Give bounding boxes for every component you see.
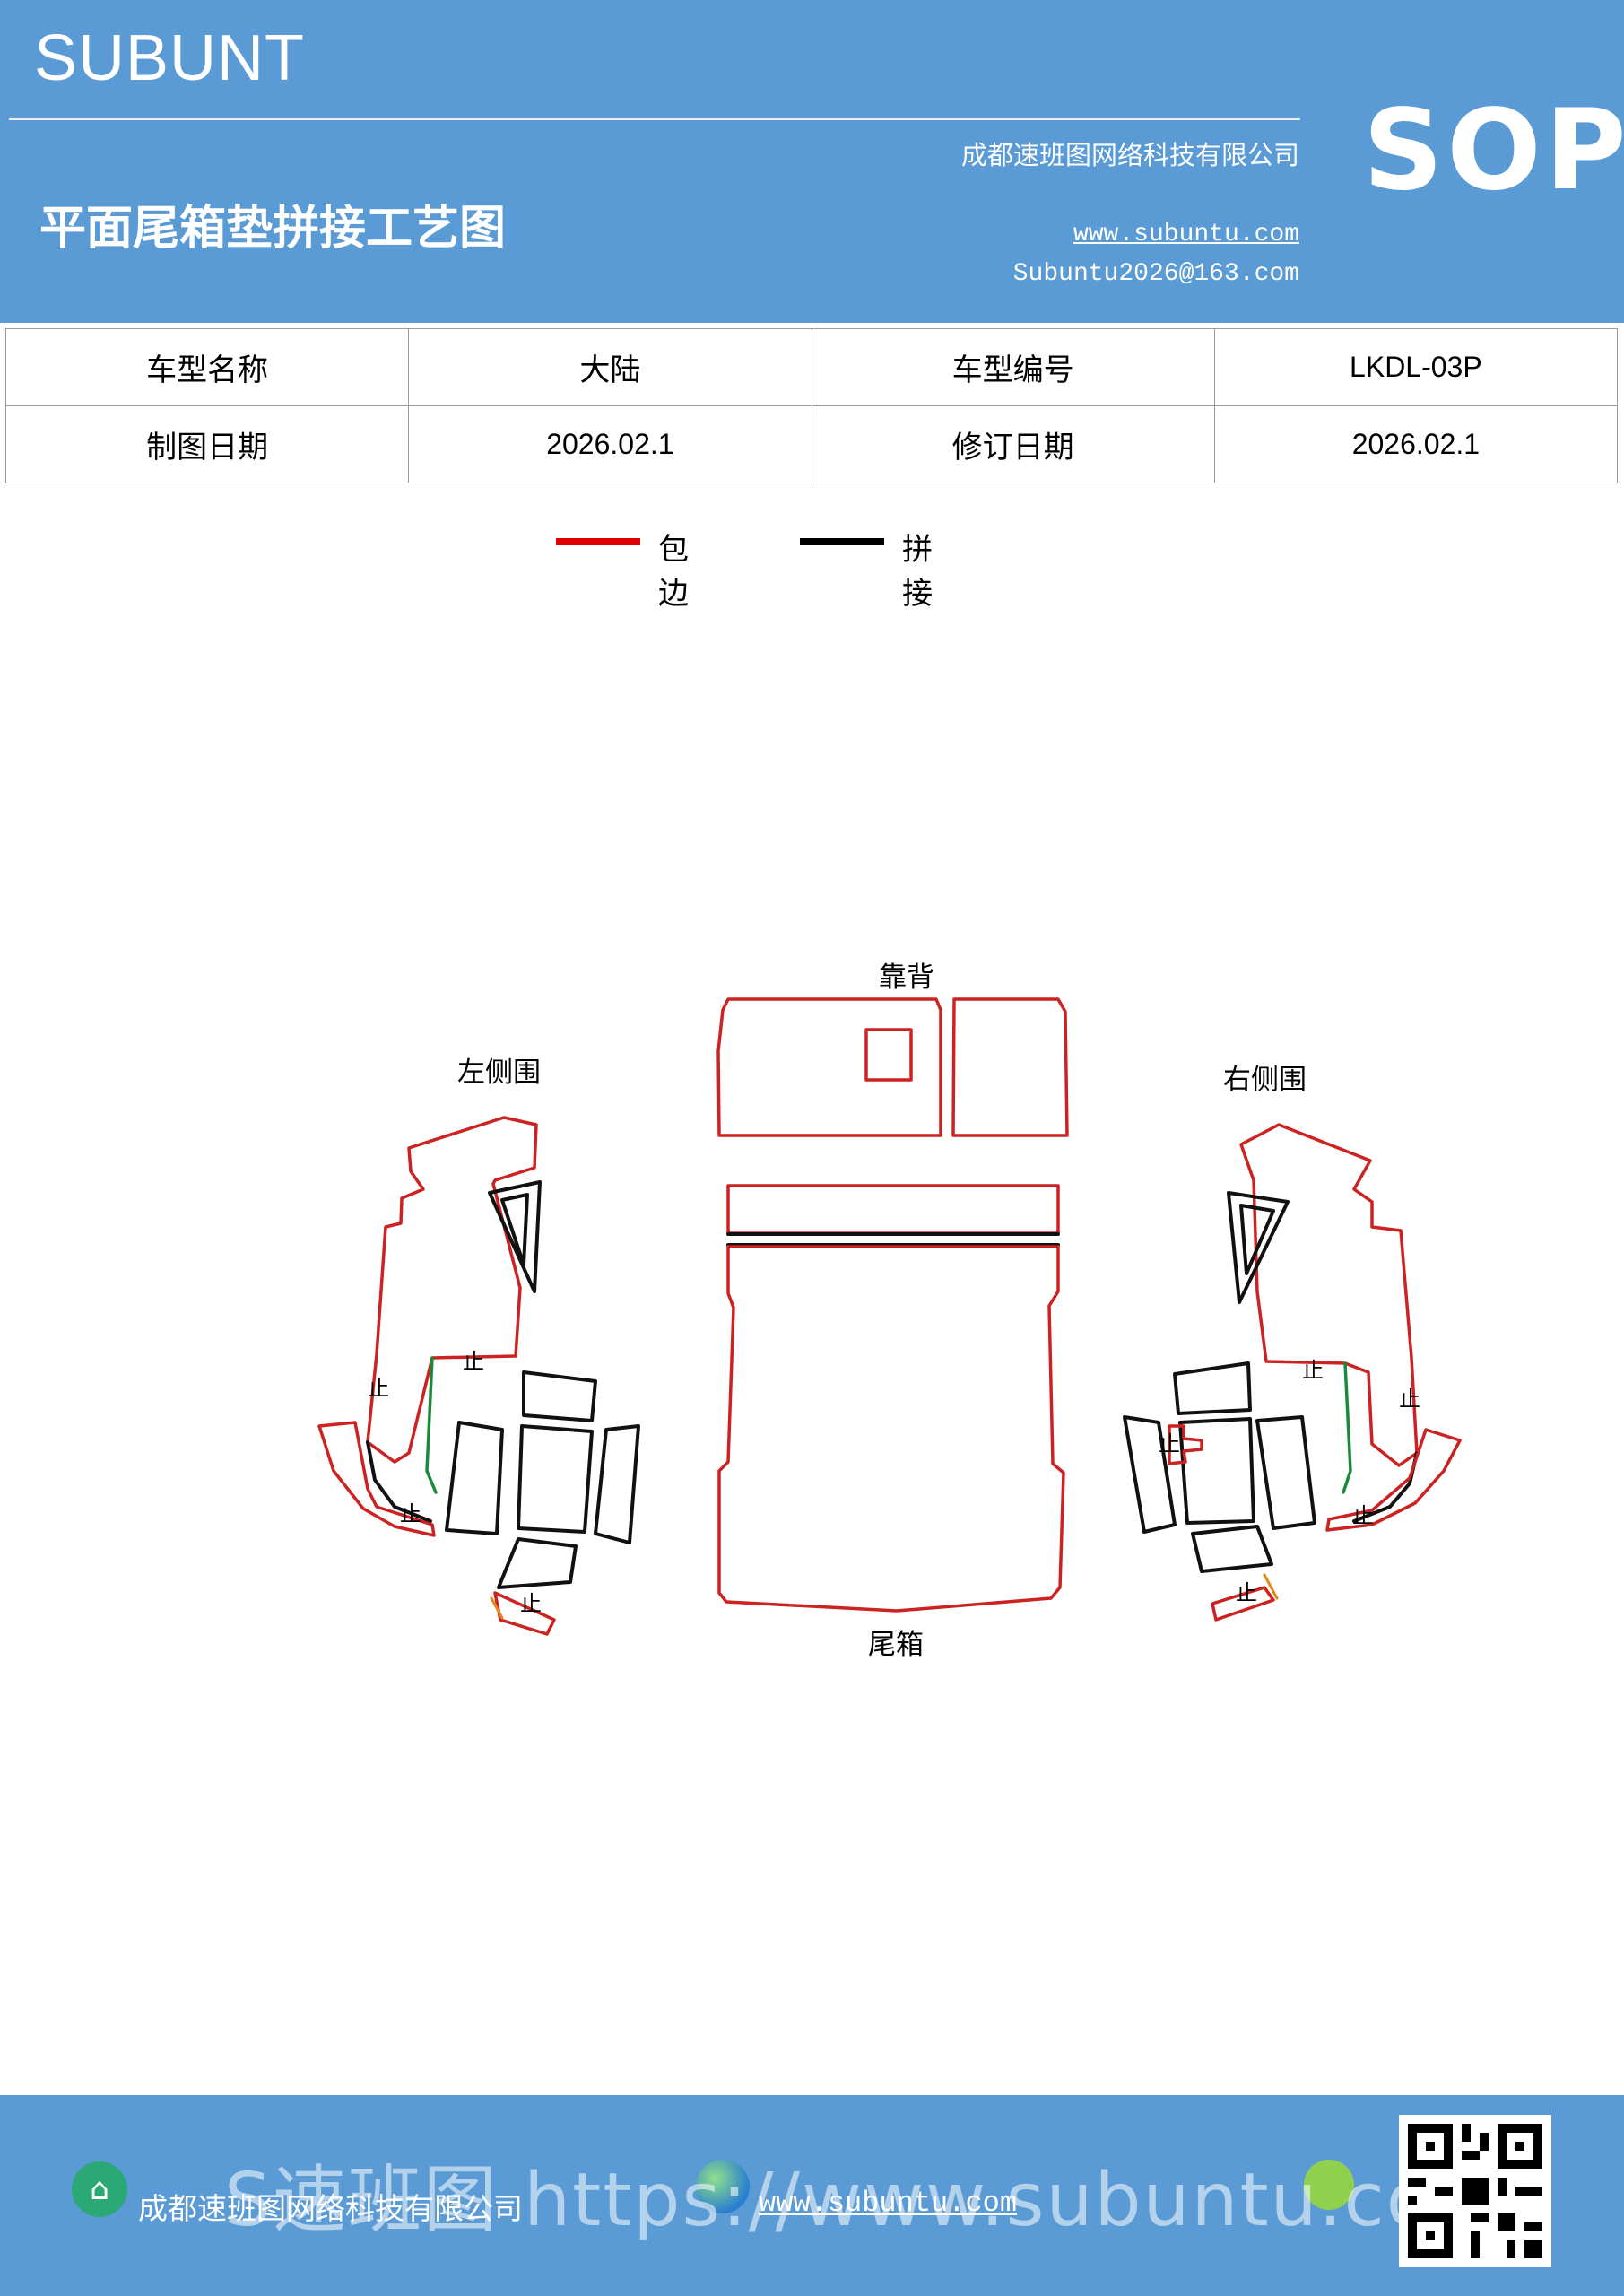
table-row: 车型名称 大陆 车型编号 LKDL-03P (4, 328, 1619, 406)
right-panel-3 (1123, 1415, 1177, 1534)
company-name: 成都速班图网络科技有限公司 (960, 140, 1299, 170)
right-bottom-tab (1191, 1525, 1273, 1573)
footer-company-name: 成都速班图网络科技有限公司 (138, 2191, 523, 2226)
legend-swatch-edge (556, 538, 640, 545)
vehicle-info-table: 车型名称 大陆 车型编号 LKDL-03P 制图日期 2026.02.1 修订日… (4, 328, 1619, 483)
left-green-edge (425, 1356, 438, 1494)
stop-mark: 止 (1302, 1358, 1324, 1383)
label-revise-date: 修订日期 (811, 405, 1215, 483)
stop-mark: 止 (1236, 1580, 1257, 1605)
trunk-group (717, 1184, 1065, 1613)
stop-mark: 止 (368, 1376, 389, 1401)
backrest-right-panel (951, 997, 1069, 1137)
legend-label-edge: 包边 (658, 532, 689, 612)
right-panel-1 (1255, 1415, 1316, 1530)
left-panel-2 (517, 1424, 594, 1534)
sop-badge: SOP (1363, 86, 1624, 215)
stop-mark: 止 (1399, 1387, 1420, 1412)
left-side-main (366, 1116, 538, 1464)
stop-mark: 止 (463, 1349, 484, 1374)
stop-mark: 止 (520, 1591, 542, 1616)
legend-label-seam: 拼接 (902, 532, 933, 612)
label-draw-date: 制图日期 (4, 405, 410, 483)
stop-mark: 止 (1159, 1431, 1180, 1457)
qr-code[interactable] (1399, 2115, 1551, 2267)
right-orange-edge (1263, 1573, 1279, 1600)
left-side-group (317, 1116, 640, 1636)
right-inner-triangle (1227, 1191, 1290, 1304)
left-top-tab (522, 1370, 597, 1422)
label-backrest: 靠背 (879, 961, 934, 994)
value-model-code: LKDL-03P (1213, 328, 1619, 406)
left-corner-piece (317, 1421, 436, 1537)
label-model-code: 车型编号 (811, 328, 1215, 406)
stop-mark: 止 (400, 1501, 421, 1526)
label-model-name: 车型名称 (4, 328, 410, 406)
qr-code-pattern (1399, 2115, 1551, 2267)
wechat-icon (1304, 2160, 1354, 2210)
watermark-text: S速班图 https://www.subuntu.com (224, 2158, 1507, 2243)
table-row: 制图日期 2026.02.1 修订日期 2026.02.1 (4, 405, 1619, 483)
building-icon: ⌂ (72, 2161, 127, 2217)
right-notch-tab (1168, 1424, 1203, 1465)
label-right-side: 右侧围 (1223, 1064, 1307, 1096)
backrest-cutout (864, 1028, 913, 1082)
stop-mark: 止 (1352, 1503, 1374, 1528)
trunk-strip (726, 1184, 1060, 1235)
value-model-name: 大陆 (408, 328, 812, 406)
footer-banner: ⌂ 成都速班图网络科技有限公司 www.subuntu.com S速班图 htt… (0, 2095, 1624, 2296)
right-panel-2 (1178, 1417, 1255, 1525)
label-left-side: 左侧围 (457, 1057, 541, 1089)
header-banner: SUBUNT 平面尾箱垫拼接工艺图 成都速班图网络科技有限公司 www.subu… (0, 0, 1624, 323)
backrest-left-panel (716, 997, 942, 1137)
right-green-edge (1342, 1361, 1352, 1494)
backrest-group (716, 997, 1069, 1137)
legend-swatch-seam (800, 538, 884, 545)
right-corner-piece (1325, 1428, 1462, 1532)
left-side-seam (366, 1440, 432, 1523)
page-title: 平面尾箱垫拼接工艺图 (39, 202, 507, 256)
header-divider (9, 118, 1300, 120)
left-panel-1 (445, 1421, 504, 1535)
left-panel-3 (594, 1424, 640, 1544)
brand-logo-text: SUBUNT (34, 22, 306, 94)
trunk-main-panel (717, 1245, 1065, 1613)
value-revise-date: 2026.02.1 (1213, 405, 1619, 483)
right-bottom-clip (1211, 1586, 1275, 1622)
right-side-group (1123, 1123, 1462, 1622)
value-draw-date: 2026.02.1 (408, 405, 812, 483)
right-top-tab (1173, 1361, 1252, 1415)
left-orange-edge (490, 1596, 504, 1620)
footer-website-link[interactable]: www.subuntu.com (759, 2187, 1018, 2220)
globe-icon (696, 2160, 750, 2213)
website-link[interactable]: www.subuntu.com (1073, 221, 1299, 248)
right-side-main (1239, 1123, 1419, 1467)
label-trunk: 尾箱 (868, 1629, 924, 1661)
left-bottom-tab (497, 1537, 578, 1589)
email-address: Subuntu2026@163.com (1012, 260, 1299, 288)
left-inner-triangle (488, 1180, 542, 1293)
